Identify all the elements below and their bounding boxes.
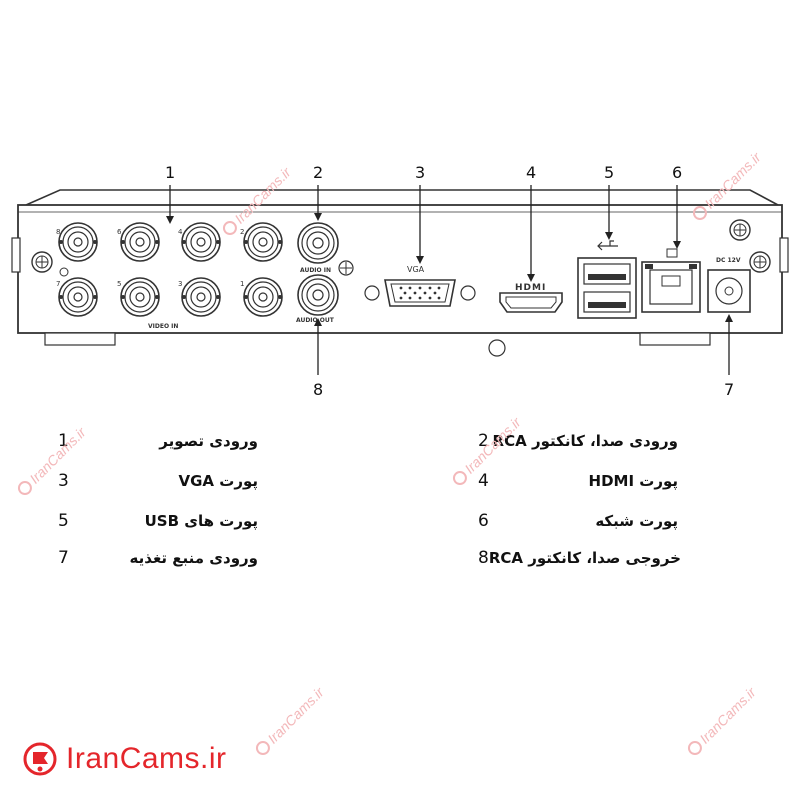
bnc-number: 5 [117, 280, 121, 288]
legend-text: پورت شبکه [595, 512, 678, 530]
vga-port: VGA [364, 265, 476, 307]
brand-logo: IranCams.ir [22, 741, 227, 777]
legend-item-7: 7 ورودی منبع تغذیه [58, 545, 258, 571]
callout-3: 3 [415, 163, 426, 182]
video-in-label: VIDEO IN [148, 323, 178, 330]
legend-text: خروجی صدا، کانکتور RCA [488, 549, 681, 567]
vga-label: VGA [407, 265, 425, 274]
callout-1: 1 [165, 163, 176, 182]
legend-number: 6 [478, 511, 489, 531]
callout-7: 7 [724, 380, 735, 399]
callout-5: 5 [604, 163, 615, 182]
brand-name: IranCams.ir [66, 742, 227, 775]
bnc-number: 2 [240, 228, 244, 236]
legend-text: ورودی تصویر [159, 432, 258, 450]
bnc-video-inputs: 8 6 4 2 7 5 3 1 VIDEO IN [56, 222, 283, 330]
rca-audio-ports: AUDIO IN AUDIO OUT [296, 222, 354, 324]
callout-2: 2 [313, 163, 324, 182]
audio-in-label: AUDIO IN [300, 267, 331, 274]
hdmi-port: HDMI [499, 283, 563, 313]
legend-item-4: 4 پورت HDMI [478, 468, 678, 494]
bnc-number: 6 [117, 228, 122, 236]
legend-item-5: 5 پورت های USB [58, 508, 258, 534]
legend-item-2: 2 ورودی صدا، کانکتور RCA [478, 428, 678, 454]
legend-number: 7 [58, 548, 69, 568]
bnc-number: 4 [178, 228, 183, 236]
brand-logo-icon [23, 742, 57, 776]
legend-text: پورت HDMI [588, 472, 678, 490]
hdmi-label: HDMI [515, 283, 546, 293]
legend-number: 1 [58, 431, 69, 451]
bnc-number: 3 [178, 280, 182, 288]
power-jack: DC 12V [707, 257, 751, 313]
legend-text: پورت VGA [178, 472, 259, 490]
legend-text: ورودی منبع تغذیه [129, 549, 258, 567]
callout-lines [166, 185, 733, 375]
legend-number: 3 [58, 471, 69, 491]
legend-number: 5 [58, 511, 69, 531]
usb-ports [577, 240, 637, 319]
power-label: DC 12V [716, 257, 741, 264]
legend-number: 4 [478, 471, 489, 491]
callout-8: 8 [313, 380, 324, 399]
legend-number: 2 [478, 431, 489, 451]
network-port [641, 248, 701, 313]
legend-text: ورودی صدا، کانکتور RCA [492, 432, 678, 450]
bnc-number: 1 [240, 280, 244, 288]
audio-out-label: AUDIO OUT [296, 317, 335, 324]
legend-text: پورت های USB [144, 512, 258, 530]
legend-item-8: 8 خروجی صدا، کانکتور RCA [478, 545, 681, 571]
legend-item-6: 6 پورت شبکه [478, 508, 678, 534]
bnc-number: 8 [56, 228, 60, 236]
callout-4: 4 [526, 163, 537, 182]
bnc-number: 7 [56, 280, 60, 288]
legend-item-3: 3 پورت VGA [58, 468, 258, 494]
legend-number: 8 [478, 548, 489, 568]
callout-6: 6 [672, 163, 683, 182]
legend-item-1: 1 ورودی تصویر [58, 428, 258, 454]
